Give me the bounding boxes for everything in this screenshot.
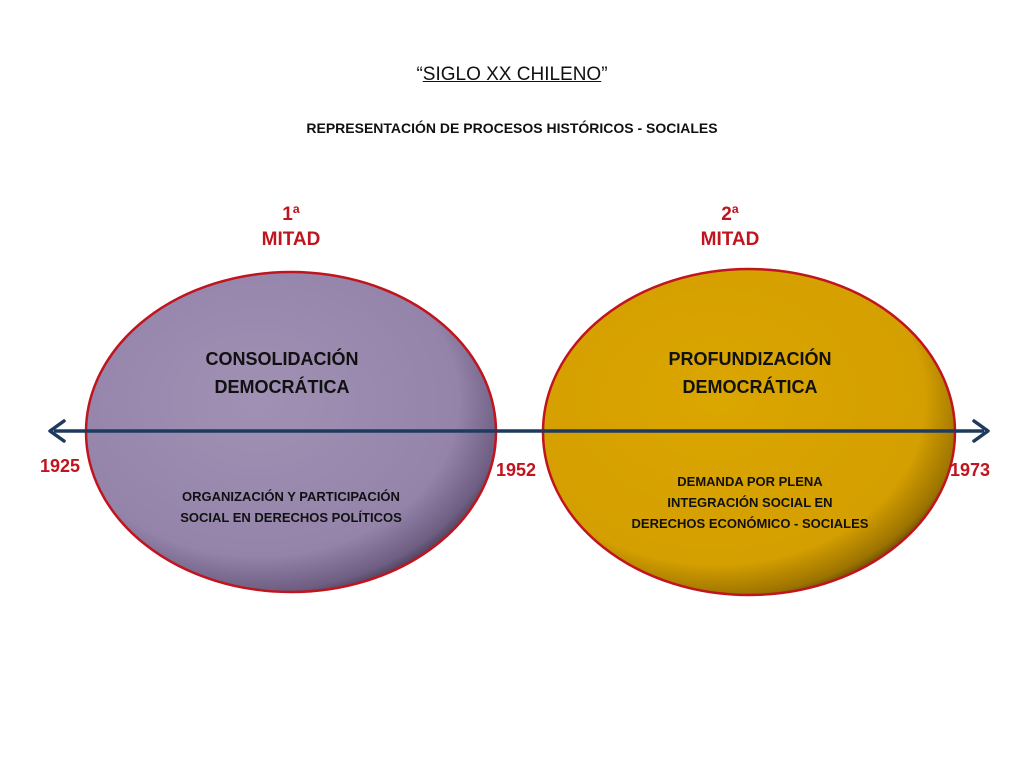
oval-title-line: DEMOCRÁTICA [682, 377, 818, 397]
oval-description-line: DEMANDA POR PLENA [677, 474, 823, 489]
period-ordinal: 1ª [282, 204, 300, 225]
oval-title-line: DEMOCRÁTICA [214, 377, 350, 397]
title-text: SIGLO XX CHILENO [422, 64, 602, 85]
period-label: MITAD [261, 229, 321, 250]
period-label: MITAD [700, 229, 760, 250]
title-close-quote: ” [601, 64, 608, 85]
title-open-quote: “ [416, 64, 423, 85]
oval-title-first: CONSOLIDACIÓN DEMOCRÁTICA [152, 345, 412, 401]
oval-title-second: PROFUNDIZACIÓN DEMOCRÁTICA [620, 345, 880, 401]
period-ordinal: 2ª [721, 204, 739, 225]
timeline-arrow-right-icon [972, 419, 990, 443]
period-header-second: 2ª MITAD [660, 202, 800, 252]
oval-description-line: ORGANIZACIÓN Y PARTICIPACIÓN [182, 489, 400, 504]
oval-title-line: CONSOLIDACIÓN [205, 349, 359, 369]
oval-title-line: PROFUNDIZACIÓN [668, 349, 832, 369]
timeline-arrow-left-icon [48, 419, 66, 443]
year-label-end: 1973 [950, 460, 991, 480]
period-header-first: 1ª MITAD [221, 202, 361, 252]
year-label-start: 1925 [40, 456, 81, 476]
page-title: “SIGLO XX CHILENO” [0, 64, 1024, 86]
oval-description-first: ORGANIZACIÓN Y PARTICIPACIÓN SOCIAL EN D… [150, 486, 432, 528]
oval-description-line: SOCIAL EN DERECHOS POLÍTICOS [180, 510, 402, 525]
oval-description-line: DERECHOS ECONÓMICO - SOCIALES [631, 516, 869, 531]
oval-description-line: INTEGRACIÓN SOCIAL EN [667, 495, 833, 510]
year-label-middle: 1952 [496, 460, 537, 480]
subtitle: REPRESENTACIÓN DE PROCESOS HISTÓRICOS - … [306, 120, 718, 136]
oval-description-second: DEMANDA POR PLENA INTEGRACIÓN SOCIAL EN … [600, 471, 900, 534]
